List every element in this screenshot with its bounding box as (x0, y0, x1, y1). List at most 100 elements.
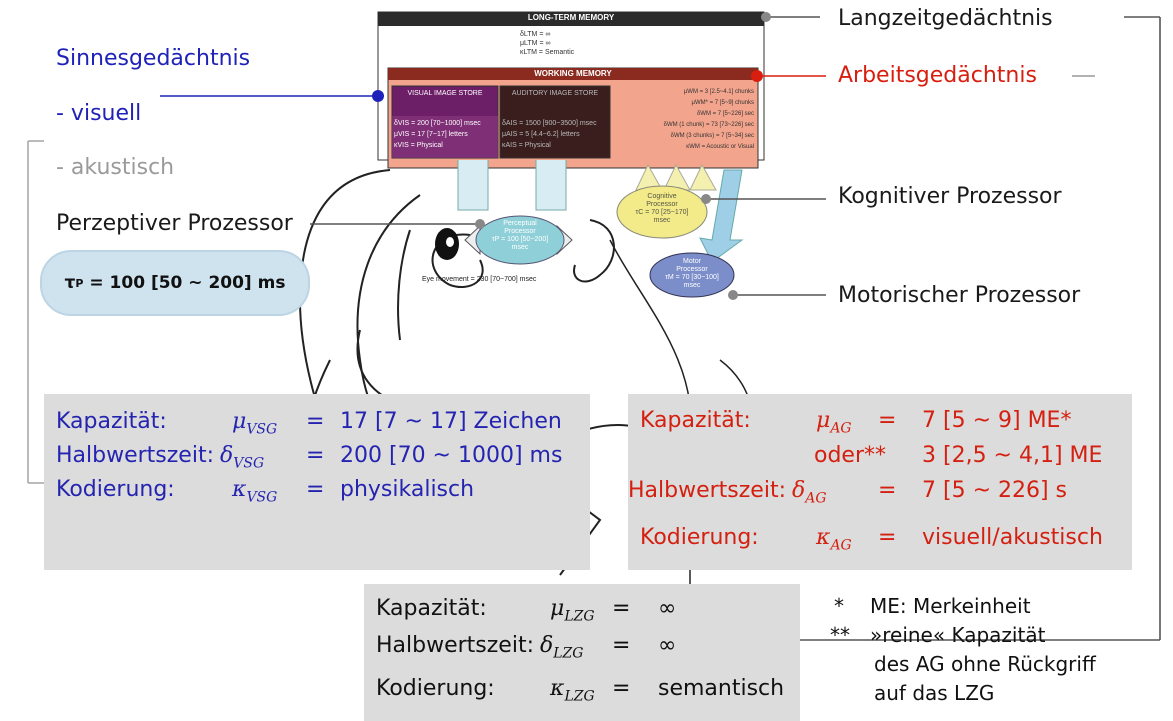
label-perzeptiver-prozessor: Perzeptiver Prozessor (56, 211, 293, 236)
row-value: 7 [5 ~ 226] s (922, 478, 1068, 503)
row-label: oder** (814, 443, 887, 468)
wm-params: μWM = 3 [2.5~4.1] chunks μWM* = 7 [5~9] … (614, 87, 754, 153)
proc-line: τM = 70 [30~100] (665, 274, 719, 281)
sym-sub: VSG (246, 421, 278, 438)
row-value: visuell/akustisch (922, 525, 1103, 550)
row-label: Kapazität: (56, 409, 167, 434)
sym-sub: LZG (553, 645, 584, 662)
aud-line: κAIS = Physical (502, 142, 551, 149)
label-kognitiver-prozessor: Kognitiver Prozessor (838, 184, 1062, 209)
mu-symbol: μVSG (232, 405, 277, 446)
kappa-symbol: κAG (816, 521, 852, 562)
row-label: Kapazität: (640, 408, 751, 433)
tau-value: = 100 [50 ~ 200] ms (89, 273, 286, 293)
delta-symbol: δLZG (540, 629, 583, 670)
footnote-text: auf das LZG (874, 681, 995, 705)
row-label: Kodierung: (640, 525, 759, 550)
wm-line: κWM = Acoustic or Visual (686, 144, 754, 150)
sym-sub: VSG (233, 455, 265, 472)
label-akustisch: - akustisch (56, 155, 175, 180)
proc-line: msec (511, 244, 529, 251)
eq: = (612, 676, 631, 701)
wm-title: WORKING MEMORY (534, 69, 612, 78)
sym: κ (550, 676, 565, 701)
sym: κ (816, 525, 831, 550)
perceptual-processor: Perceptual Processor τP = 100 [50~200] m… (476, 220, 564, 252)
eye-movement-label: Eye movement = 230 [70~700] msec (422, 276, 537, 283)
motor-processor: Motor Processor τM = 70 [30~100] msec (650, 258, 734, 290)
mu-symbol: μLZG (550, 592, 595, 633)
mu-symbol: μAG (816, 404, 852, 445)
eq: = (878, 525, 897, 550)
proc-line: msec (683, 282, 701, 289)
sym: μ (816, 408, 831, 433)
row-value: ∞ (658, 596, 677, 621)
row-value: 17 [7 ~ 17] Zeichen (340, 409, 562, 434)
cognitive-processor: Cognitive Processor τC = 70 [25~170] mse… (617, 193, 707, 225)
vis-line: δVIS = 200 [70~1000] msec (394, 120, 481, 127)
wm-line: δWM (3 chunks) = 7 [5~34] sec (670, 133, 754, 139)
proc-line: msec (653, 217, 671, 224)
row-value: 7 [5 ~ 9] ME* (922, 408, 1072, 433)
ltm-line: δLTM = ∞ (520, 31, 551, 38)
sym-sub: AG (830, 420, 852, 437)
aud-line: μAIS = 5 [4.4~6.2] letters (502, 131, 580, 138)
tau-symbol: τ (64, 273, 76, 293)
aud-line: δAIS = 1500 [900~3500] msec (502, 120, 597, 127)
label-visuell: - visuell (56, 101, 142, 126)
kappa-symbol: κLZG (550, 672, 595, 713)
proc-line: Cognitive (647, 193, 677, 200)
eq: = (306, 443, 325, 468)
tau-sub: P (75, 276, 84, 290)
ltm-line: μLTM = ∞ (520, 40, 551, 47)
sym-sub: VSG (246, 489, 278, 506)
ltm-title: LONG-TERM MEMORY (527, 13, 615, 22)
delta-symbol: δVSG (220, 439, 264, 480)
sym-sub: AG (830, 537, 852, 554)
proc-line: τC = 70 [25~170] (635, 209, 689, 216)
footnote-2: ** »reine« Kapazität (830, 621, 1096, 650)
auditory-store-params: δAIS = 1500 [900~3500] msec μAIS = 5 [4.… (502, 118, 597, 151)
sym-sub: AG (805, 490, 827, 507)
proc-line: Processor (504, 228, 536, 235)
proc-line: τP = 100 [50~200] (491, 236, 549, 243)
visual-store-title: VISUAL IMAGE STORE (407, 90, 483, 97)
sym: μ (550, 596, 565, 621)
row-value: 3 [2,5 ~ 4,1] ME (922, 443, 1103, 468)
footnote-text: »reine« Kapazität (870, 623, 1046, 647)
row-label: Kodierung: (56, 477, 175, 502)
sym: δ (792, 478, 806, 503)
eq: = (878, 408, 897, 433)
ltm-line: κLTM = Semantic (520, 49, 575, 56)
proc-line: Processor (676, 266, 708, 273)
lzg-panel: Kapazität: μLZG = ∞ Halbwertszeit: δLZG … (364, 584, 800, 721)
label-sinnesgedaechtnis: Sinnesgedächtnis (56, 46, 251, 71)
kappa-symbol: κVSG (232, 473, 277, 514)
footnote-text: ME: Merkeinheit (870, 594, 1031, 618)
row-label: Halbwertszeit: (56, 443, 214, 468)
footnote-text: des AG ohne Rückgriff (874, 652, 1096, 676)
vis-line: μVIS = 17 [7~17] letters (394, 131, 468, 138)
sym: μ (232, 409, 247, 434)
wm-line: δWM (1 chunk) = 73 [73~226] sec (663, 122, 754, 128)
row-value: physikalisch (340, 477, 475, 502)
visual-store-params: δVIS = 200 [70~1000] msec μVIS = 17 [7~1… (394, 118, 481, 151)
sym: δ (220, 443, 234, 468)
label-arbeitsgedaechtnis: Arbeitsgedächtnis (838, 63, 1037, 88)
wm-line: δWM = 7 [5~226] sec (696, 111, 754, 117)
label-motorischer-prozessor: Motorischer Prozessor (838, 283, 1081, 308)
eq: = (306, 409, 325, 434)
eq: = (612, 596, 631, 621)
row-value: semantisch (658, 676, 785, 701)
sym: δ (540, 633, 554, 658)
sym: κ (232, 477, 247, 502)
sym-sub: LZG (564, 688, 595, 705)
proc-line: Perceptual (503, 220, 537, 227)
ltm-params: δLTM = ∞ μLTM = ∞ κLTM = Semantic (520, 30, 574, 57)
row-label: Halbwertszeit: (628, 478, 786, 503)
row-label: Kodierung: (376, 676, 495, 701)
footnote-mark: ** (830, 623, 850, 647)
row-label: Kapazität: (376, 596, 487, 621)
footnotes: *ME: Merkeinheit **»reine« Kapazität des… (830, 592, 1096, 708)
